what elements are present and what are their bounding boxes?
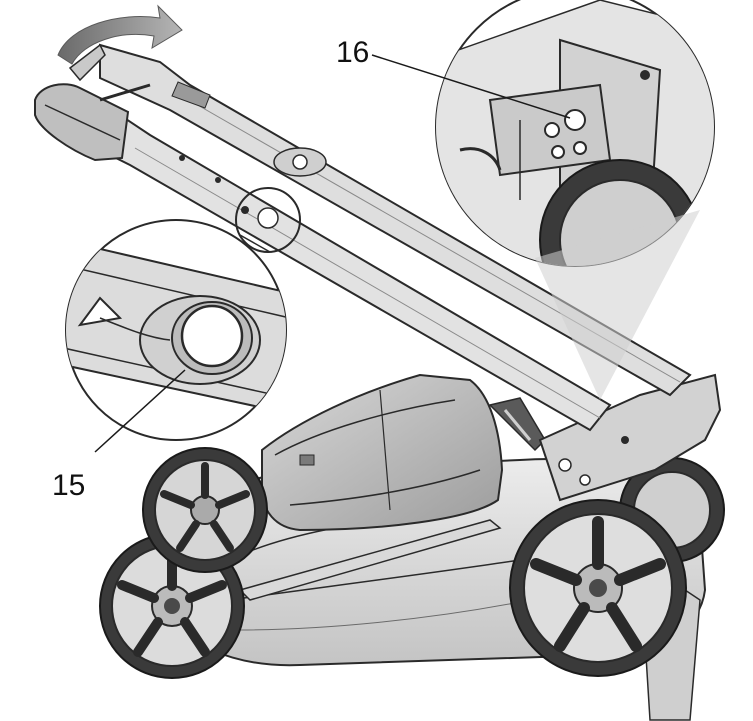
callout-15: 15 bbox=[52, 369, 186, 502]
front-right-wheel bbox=[142, 447, 268, 573]
callout-16: 16 bbox=[336, 36, 571, 119]
rear-left-wheel bbox=[509, 499, 687, 677]
battery-cover bbox=[261, 373, 504, 532]
detail-view-locking-knob bbox=[65, 219, 287, 441]
detail-view-hinge-bolt bbox=[435, 0, 715, 400]
handle-control-box bbox=[34, 43, 151, 162]
detail-source-marker bbox=[235, 187, 301, 253]
callout-label-15: 15 bbox=[52, 469, 85, 502]
fold-arrow-icon bbox=[57, 4, 183, 65]
callout-label-16: 16 bbox=[336, 36, 369, 69]
front-left-wheel bbox=[99, 533, 245, 679]
upper-handle-tube bbox=[99, 43, 692, 397]
handle-mount-bracket bbox=[538, 373, 722, 502]
